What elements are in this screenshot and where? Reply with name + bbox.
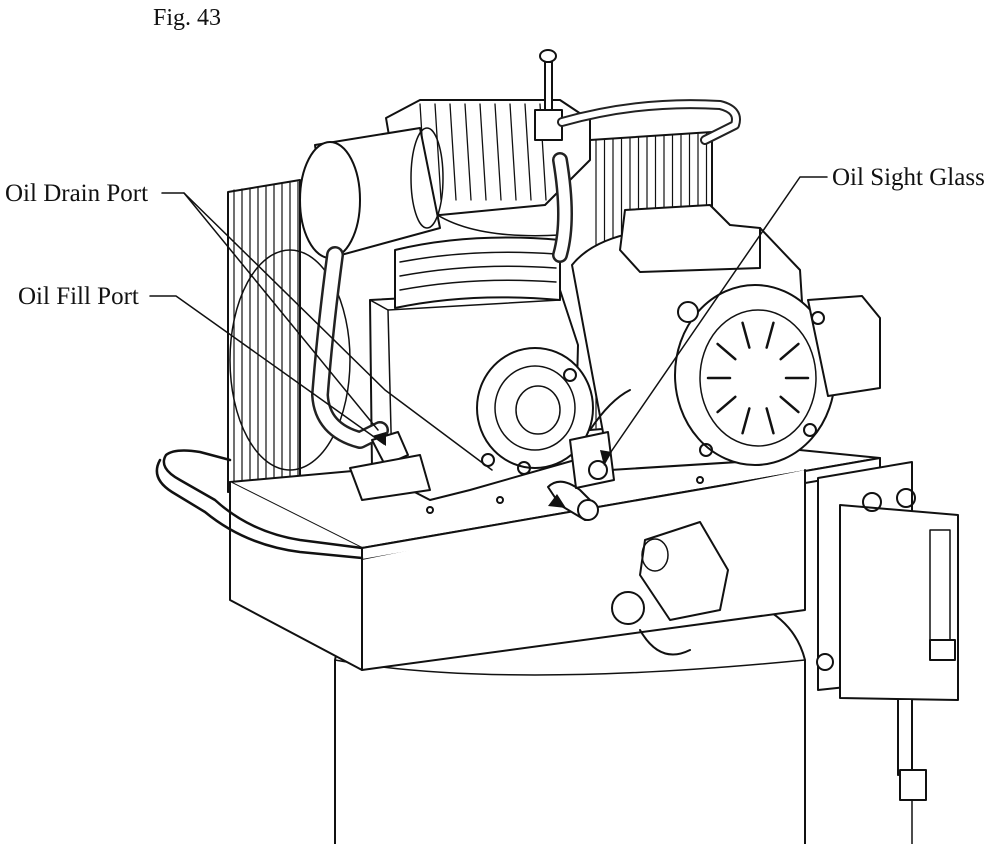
- figure-caption: Fig. 43: [153, 5, 222, 31]
- electric-motor: [571, 204, 881, 471]
- control-box: [816, 461, 959, 844]
- oil-drain-port-part: [547, 480, 599, 521]
- cart-handle: [155, 449, 364, 560]
- oil-drain-leader: [161, 192, 493, 471]
- oil-drain-arrowhead: [548, 494, 566, 508]
- flywheel: [476, 347, 594, 475]
- arrowheads: [372, 432, 612, 508]
- oil-sight-glass-part: [569, 389, 631, 489]
- oil-fill-leader: [149, 295, 385, 445]
- callout-label-oil-drain-port: Oil Drain Port: [5, 180, 149, 207]
- callout-label-oil-sight-glass: Oil Sight Glass: [832, 164, 985, 191]
- pressure-switch: [611, 521, 729, 656]
- oil-sight-arrowhead: [600, 450, 612, 466]
- safety-valve: [534, 49, 741, 145]
- flex-hose: [311, 152, 573, 449]
- leader-lines: [149, 176, 828, 471]
- air-filter: [299, 127, 444, 259]
- oil-fill-arrowhead: [372, 432, 386, 446]
- callout-label-oil-fill-port: Oil Fill Port: [18, 283, 139, 310]
- oil-sight-leader: [603, 176, 828, 463]
